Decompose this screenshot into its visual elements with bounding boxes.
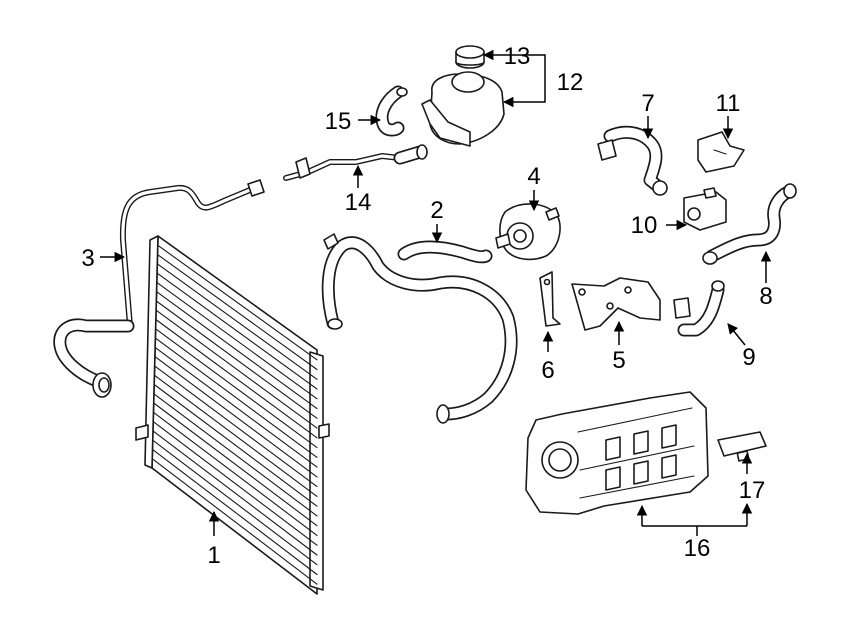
radiator-fin bbox=[155, 318, 318, 439]
water-pump bbox=[495, 203, 561, 261]
callout-13: 13 bbox=[504, 43, 531, 70]
radiator bbox=[135, 235, 330, 595]
valve-10 bbox=[683, 187, 727, 231]
radiator-fin bbox=[155, 300, 318, 419]
callout-2: 2 bbox=[430, 197, 443, 224]
callout-3: 3 bbox=[81, 245, 94, 272]
radiator-fin bbox=[154, 356, 318, 478]
callout-6: 6 bbox=[541, 357, 554, 384]
callout-17: 17 bbox=[739, 477, 766, 504]
radiator-fin bbox=[152, 439, 318, 566]
callout-7: 7 bbox=[641, 90, 654, 117]
radiator-fin bbox=[156, 263, 318, 380]
hose-8 bbox=[702, 183, 797, 265]
callout-15: 15 bbox=[325, 108, 352, 135]
hose-7 bbox=[597, 125, 668, 196]
radiator-fin bbox=[154, 337, 318, 458]
callout-leaders bbox=[100, 49, 772, 536]
callout-16: 16 bbox=[684, 535, 711, 562]
hose-9 bbox=[673, 280, 725, 337]
bracket-6 bbox=[539, 271, 561, 327]
radiator-fin bbox=[152, 411, 318, 536]
radiator-fin bbox=[152, 421, 318, 546]
intercooler-16 bbox=[525, 391, 709, 515]
radiator-fin bbox=[156, 291, 318, 410]
radiator-fin bbox=[156, 272, 318, 390]
radiator-fin bbox=[156, 281, 318, 400]
tank-cap bbox=[455, 45, 485, 69]
callout-4: 4 bbox=[527, 163, 540, 190]
radiator-fin bbox=[156, 254, 318, 371]
radiator-fin bbox=[152, 430, 318, 556]
callout-10: 10 bbox=[631, 212, 658, 239]
radiator-fin bbox=[153, 402, 318, 527]
callout-1: 1 bbox=[207, 542, 220, 569]
callout-11: 11 bbox=[716, 90, 741, 117]
radiator-fin bbox=[151, 448, 318, 576]
bracket-11 bbox=[697, 131, 745, 173]
hose-assembly-3 bbox=[53, 179, 265, 398]
sensor-17 bbox=[717, 431, 767, 462]
radiator-fin bbox=[151, 458, 318, 585]
radiator-fin bbox=[153, 374, 318, 497]
radiator-fin bbox=[154, 365, 318, 488]
callout-8: 8 bbox=[759, 283, 772, 310]
callout-9: 9 bbox=[742, 344, 755, 371]
radiator-fin bbox=[155, 328, 318, 449]
mounting-plate-5 bbox=[571, 277, 661, 331]
callout-14: 14 bbox=[345, 189, 372, 216]
breather-pipe-14 bbox=[283, 144, 428, 181]
radiator-fin bbox=[155, 309, 318, 429]
hose-15 bbox=[375, 85, 408, 137]
hose-2 bbox=[321, 233, 518, 424]
callout-5: 5 bbox=[612, 347, 625, 374]
radiator-fin bbox=[153, 383, 318, 507]
callout-12: 12 bbox=[557, 69, 584, 96]
radiator-fins bbox=[151, 244, 318, 585]
radiator-fin bbox=[157, 244, 318, 361]
expansion-tank bbox=[421, 71, 505, 147]
callout-labels: 1 2 3 4 5 6 7 8 9 10 11 12 13 14 15 16 1… bbox=[81, 43, 772, 569]
radiator-fin bbox=[154, 346, 318, 468]
radiator-fin bbox=[153, 393, 318, 517]
